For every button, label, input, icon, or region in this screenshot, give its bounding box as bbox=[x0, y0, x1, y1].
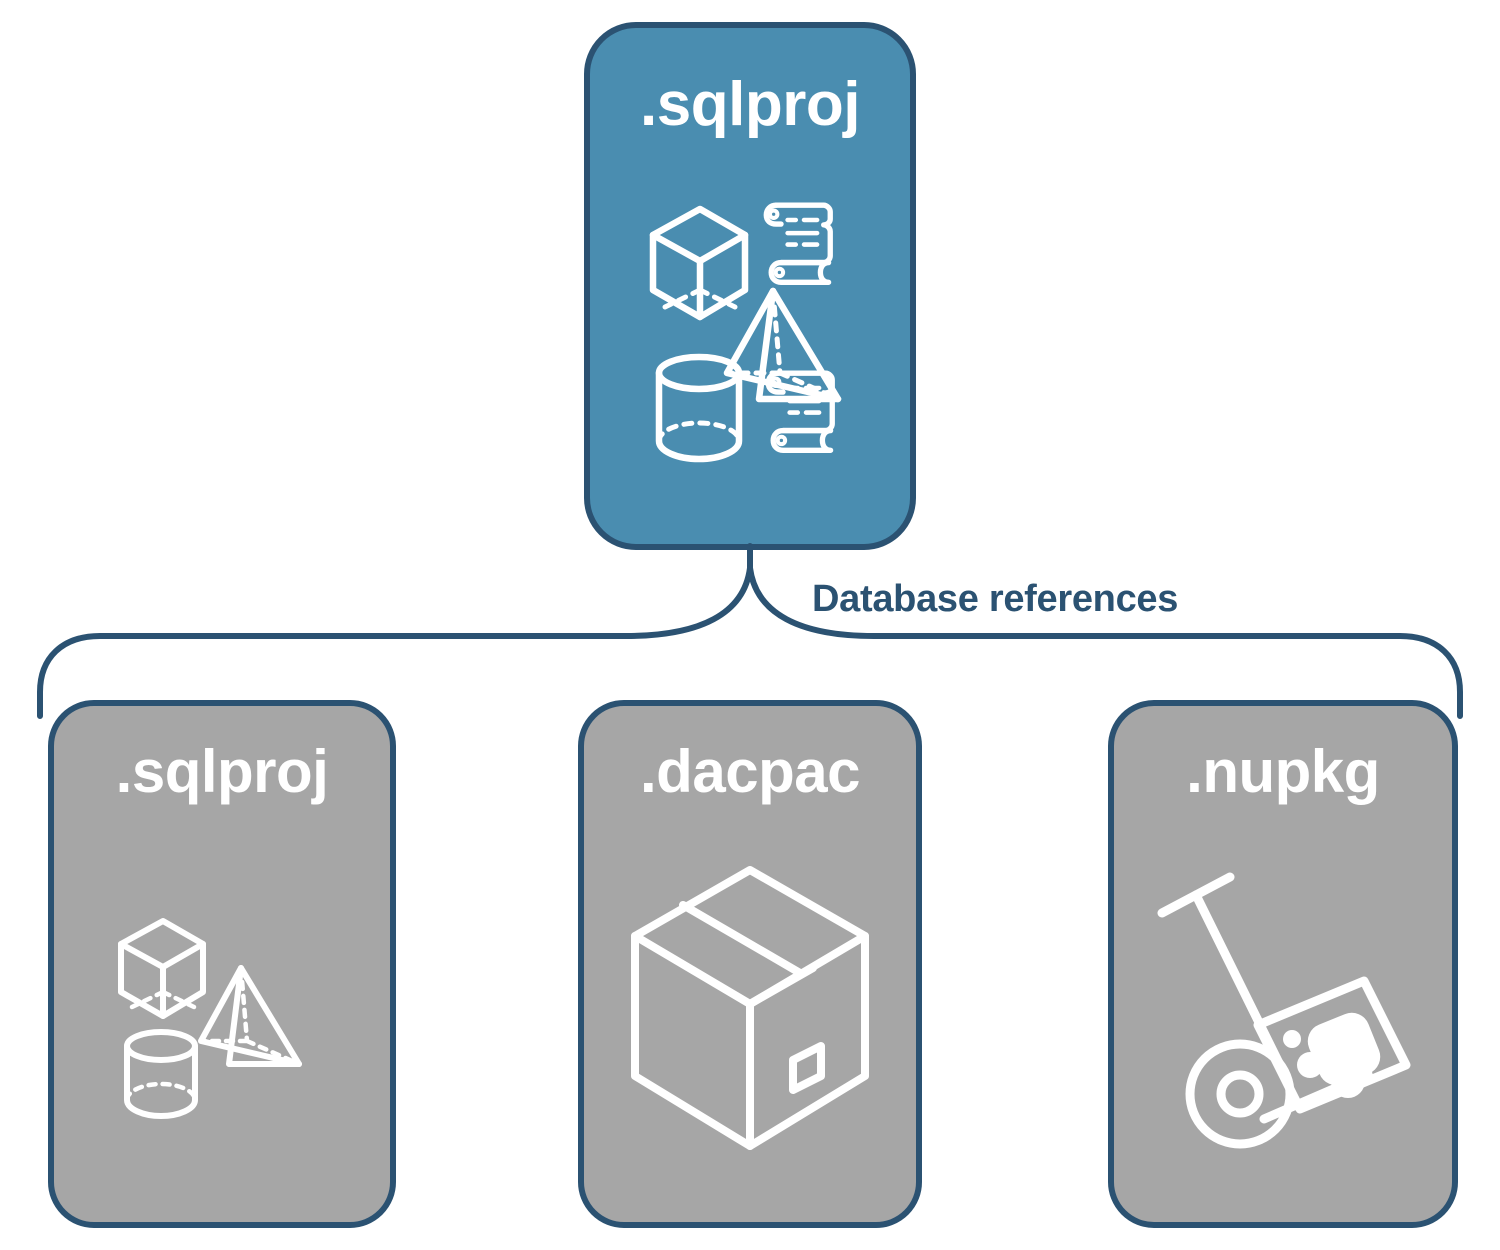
cylinder-icon bbox=[655, 353, 743, 463]
child-card-dacpac-title: .dacpac bbox=[640, 738, 860, 805]
scroll-icon bbox=[765, 370, 835, 453]
cube-icon bbox=[117, 917, 206, 1019]
pyramid-icon bbox=[197, 964, 302, 1067]
database-objects-icon-group bbox=[649, 202, 842, 463]
child-card-sqlproj[interactable]: .sqlproj bbox=[48, 700, 396, 1228]
root-card-sqlproj[interactable]: .sqlproj bbox=[584, 22, 916, 550]
child-card-nupkg-icon-group bbox=[1114, 796, 1452, 1222]
cube-icon bbox=[649, 205, 749, 321]
child-card-nupkg[interactable]: .nupkg bbox=[1108, 700, 1458, 1228]
child-card-nupkg-title: .nupkg bbox=[1186, 738, 1380, 805]
database-references-label: Database references bbox=[812, 578, 1179, 620]
hand-truck-package-icon bbox=[1157, 872, 1411, 1149]
bracket-left-arm bbox=[37, 565, 753, 719]
database-objects-icon-group bbox=[117, 917, 302, 1119]
root-card-icon-group bbox=[590, 126, 910, 544]
child-card-sqlproj-title: .sqlproj bbox=[115, 738, 329, 805]
child-card-dacpac-icon-group bbox=[584, 796, 916, 1222]
nuget-blobs-icon bbox=[1283, 1012, 1381, 1098]
pyramid-icon bbox=[723, 287, 842, 403]
child-card-dacpac[interactable]: .dacpac bbox=[578, 700, 922, 1228]
cylinder-icon bbox=[123, 1028, 198, 1119]
package-box-icon bbox=[631, 866, 869, 1150]
scroll-icon bbox=[763, 202, 833, 285]
child-card-sqlproj-icon-group bbox=[54, 806, 390, 1222]
root-card-title: .sqlproj bbox=[640, 70, 860, 139]
